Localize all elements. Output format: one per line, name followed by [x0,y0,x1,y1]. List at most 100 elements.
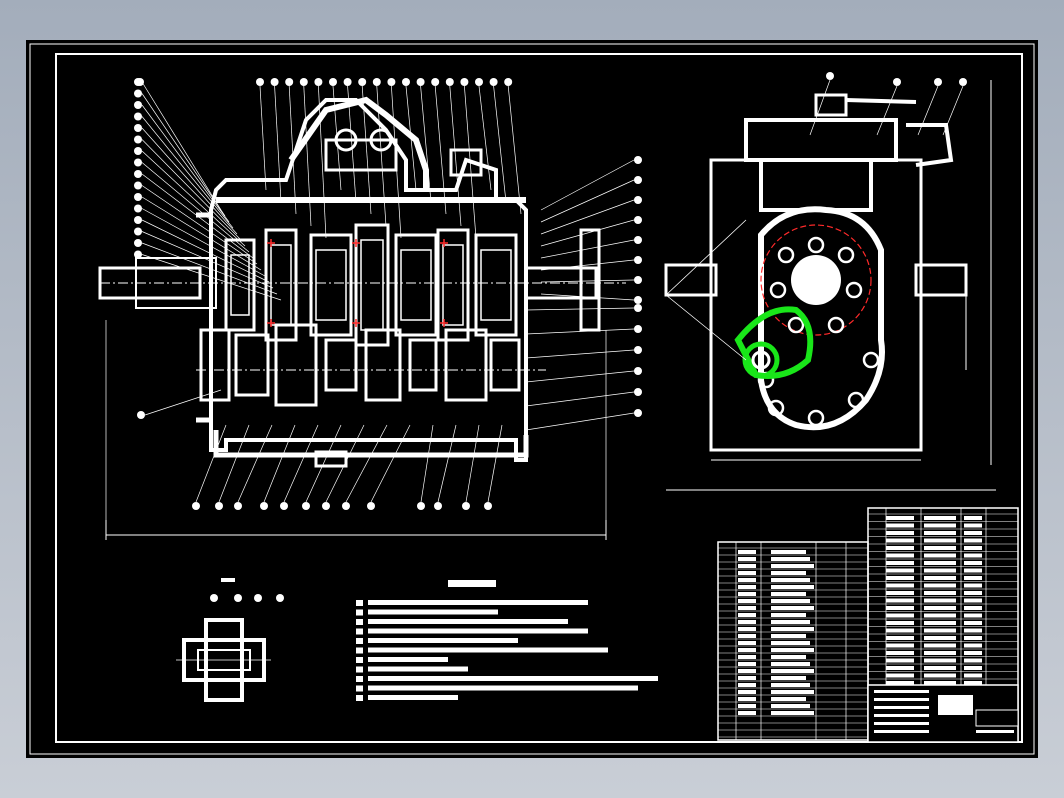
parts-text-block [771,697,806,701]
parts-text-block [738,634,756,638]
drawing-sheet [26,40,1038,758]
requirement-number [356,657,363,663]
requirement-line [368,695,458,700]
leader-line [434,85,447,215]
title-text-block [874,722,929,725]
parts-text-block [924,651,956,655]
callout-bubble [342,502,350,510]
parts-text-block [964,666,982,670]
leader-line [540,279,635,283]
parts-text-block [771,634,806,638]
callout-bubble [134,250,142,259]
parts-text-block [886,516,914,520]
parts-text-block [886,576,914,580]
parts-text-block [964,546,982,550]
callout-bubble [475,78,483,86]
parts-text-block [964,643,982,648]
callout-bubble [826,72,834,80]
callout-bubble [634,216,642,224]
parts-text-block [964,576,982,580]
leader-line [141,81,222,211]
leader-line [259,85,267,191]
callout-bubble [329,78,337,86]
callout-bubble [445,78,454,86]
gear [436,228,470,342]
parts-text-block [964,651,982,655]
gear-hub [400,249,432,321]
parts-text-block [886,546,914,550]
requirement-line [368,647,608,653]
callout-bubble [134,227,142,236]
callout-bubble [634,176,642,184]
callout-bubble [285,78,294,86]
parts-text-block [886,568,914,573]
leader-line [540,179,635,223]
parts-text-block [738,571,756,575]
parts-text-block [771,550,806,554]
parts-text-block [738,669,756,673]
leader-line [141,162,250,253]
parts-text-block [886,591,914,595]
parts-text-block [771,648,814,652]
callout-bubble [387,78,396,86]
parts-text-block [964,606,982,610]
parts-text-block [964,583,982,588]
gear [234,333,270,397]
parts-text-block [771,690,814,694]
inner-border [55,53,1023,743]
callout-bubble [634,156,642,164]
parts-text-block [964,621,982,625]
parts-text-block [924,621,956,625]
bolt [787,316,805,334]
requirement-number [356,619,363,625]
parts-text-block [738,585,756,589]
title-text-block [874,706,929,709]
parts-text-block [886,643,914,648]
parts-text-block [738,620,756,624]
parts-text-block [771,557,810,561]
callout-bubble [302,502,310,510]
leader-line [525,370,635,383]
callout-bubble [634,296,642,304]
callout-bubble [489,78,498,86]
bolt [807,236,825,254]
parts-text-block [738,613,756,617]
parts-text-block [886,598,914,603]
leader-line [303,85,312,227]
title-text-block [874,730,929,733]
gear-hub [270,244,292,326]
gear [408,338,438,392]
leader-line [917,85,939,136]
parts-text-block [964,568,982,573]
parts-text-block [964,591,982,595]
gear [274,323,318,407]
bolt [845,281,863,299]
callout-bubble [634,346,642,354]
parts-text-block [924,591,956,595]
parts-text-block [771,655,806,659]
parts-text-block [924,516,956,520]
callout-bubble [134,170,142,178]
parts-text-block [738,606,756,610]
callout-bubble [134,158,142,167]
leader-line [288,85,297,215]
parts-text-block [771,620,810,624]
callout-bubble [462,502,470,510]
parts-text-block [771,592,806,596]
callout-bubble [959,78,967,86]
leader-line [318,85,327,239]
gear [309,233,353,337]
gear [264,228,298,342]
parts-text-block [771,599,810,603]
leader-line [141,196,262,271]
parts-text-block [886,553,914,558]
parts-text-block [964,628,982,633]
parts-text-block [886,651,914,655]
callout-bubble [234,594,242,602]
callout-bubble [322,502,330,510]
gear-hub [360,239,384,331]
requirement-line [368,628,588,634]
callout-bubble [134,216,142,224]
callout-bubble [134,147,142,155]
callout-bubble [234,502,242,510]
